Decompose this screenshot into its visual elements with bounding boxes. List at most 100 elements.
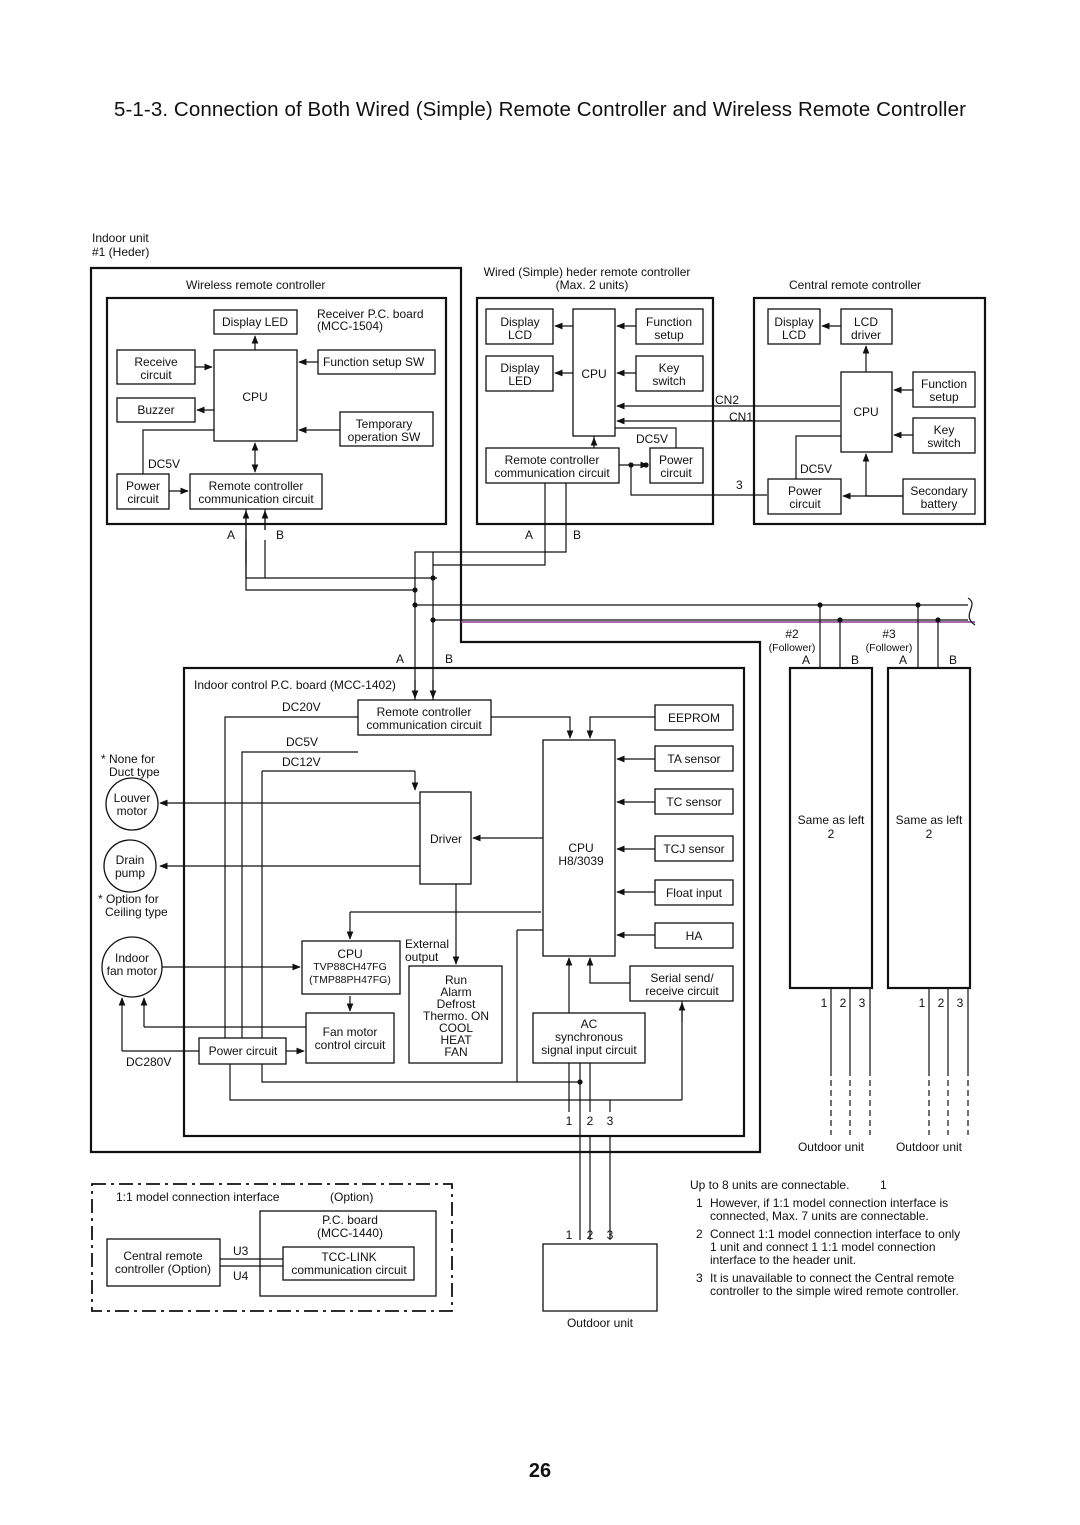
power-circuit-label: Power circuit xyxy=(209,1044,278,1058)
tcc-link-label2: communication circuit xyxy=(291,1263,407,1277)
indoor-unit-sublabel: #1 (Heder) xyxy=(92,245,149,259)
board-comm-label: Remote controller xyxy=(377,705,472,719)
follower2-note: 2 xyxy=(828,827,835,841)
central-power-label: Power xyxy=(788,484,822,498)
follower2-b: B xyxy=(851,653,859,667)
driver-label: Driver xyxy=(430,832,462,846)
board-a: A xyxy=(396,652,404,666)
sub-cpu-model: TVP88CH47FG xyxy=(313,961,387,973)
wired-cn1-label: CN1 xyxy=(729,410,753,424)
wireless-cpu-label: CPU xyxy=(242,390,267,404)
central-display-label: Display xyxy=(774,315,813,329)
serial-circuit-label: Serial send/ xyxy=(650,971,714,985)
external-output-item: HEAT xyxy=(440,1033,472,1047)
buzzer-box xyxy=(116,397,196,423)
duct-type-note: Duct type xyxy=(109,765,160,779)
central-display-box xyxy=(767,308,821,345)
note-text: controller to the simple wired remote co… xyxy=(710,1284,959,1298)
page-number: 26 xyxy=(528,1460,552,1482)
wired-display-led-label: Display xyxy=(500,361,539,375)
follower2-t2: 2 xyxy=(840,996,847,1010)
u4-terminal: U4 xyxy=(233,1269,249,1283)
wired-key-label: Key xyxy=(659,361,680,375)
indoor-unit-frame xyxy=(89,266,762,1154)
louver-motor-label: Louver xyxy=(114,791,151,805)
none-for-note: * None for xyxy=(101,752,155,766)
ta-sensor-label: TA sensor xyxy=(667,752,720,766)
external-output-label: External xyxy=(405,937,449,951)
receiver-board-label: Receiver P.C. board xyxy=(317,307,424,321)
follower3-a: A xyxy=(899,653,907,667)
central-power-box xyxy=(767,478,842,515)
wired-display-lcd-box xyxy=(485,308,554,345)
wireless-power-label: Power xyxy=(126,479,160,493)
dc12v-label: DC12V xyxy=(282,755,321,769)
follower3-t3: 3 xyxy=(957,996,964,1010)
wireless-comm-box xyxy=(189,473,323,510)
follower2-outdoor: Outdoor unit xyxy=(798,1140,865,1154)
receiver-board-model: (MCC-1504) xyxy=(317,319,383,333)
wireless-title: Wireless remote controller xyxy=(186,278,325,292)
outdoor-unit-box xyxy=(542,1243,658,1312)
temporary-sw-label: Temporary xyxy=(356,417,413,431)
tcc-link-label: TCC-LINK xyxy=(321,1250,376,1264)
follower3-t2: 2 xyxy=(938,996,945,1010)
follower3-b: B xyxy=(949,653,957,667)
central-battery-label: Secondary xyxy=(910,484,967,498)
note-text: Connect 1:1 model connection interface t… xyxy=(710,1227,960,1241)
wireless-dc5v-label: DC5V xyxy=(148,457,180,471)
follower3-outdoor: Outdoor unit xyxy=(896,1140,963,1154)
interface-title: 1:1 model connection interface xyxy=(116,1190,280,1204)
wireless-power-label2: circuit xyxy=(127,492,159,506)
central-cpu-label: CPU xyxy=(853,405,878,419)
interface-option-box xyxy=(91,1183,453,1312)
tcc-link-box xyxy=(282,1246,415,1281)
central-title: Central remote controller xyxy=(789,278,921,292)
wired-function-label: Function xyxy=(646,315,692,329)
dc280v-label: DC280V xyxy=(126,1055,171,1069)
central-lcd-label: LCD xyxy=(854,315,878,329)
page-title: 5-1-3. Connection of Both Wired (Simple)… xyxy=(113,98,966,121)
board-t3: 3 xyxy=(607,1114,614,1128)
ac-sync-label3: signal input circuit xyxy=(541,1043,637,1057)
wireless-comm-label: Remote controller xyxy=(209,479,304,493)
dc20v-label: DC20V xyxy=(282,700,321,714)
notes-header: Up to 8 units are connectable. xyxy=(690,1178,849,1192)
wireless-remote-box xyxy=(105,296,448,526)
indoor-board-box xyxy=(182,666,746,1138)
receive-circuit-label2: circuit xyxy=(140,368,172,382)
external-output-item: COOL xyxy=(439,1021,473,1035)
board-b: B xyxy=(445,652,453,666)
drain-pump-label2: pump xyxy=(115,866,145,880)
serial-circuit-label2: receive circuit xyxy=(645,984,719,998)
wired-display-led-label2: LED xyxy=(508,374,532,388)
ha-label: HA xyxy=(686,929,703,943)
note-text: However, if 1:1 model connection interfa… xyxy=(710,1196,948,1210)
board-t1: 1 xyxy=(566,1114,573,1128)
central-function-label: Function xyxy=(921,377,967,391)
board-comm-label2: communication circuit xyxy=(366,718,482,732)
indoor-unit-label: Indoor unit xyxy=(92,231,149,245)
outdoor-unit-label: Outdoor unit xyxy=(567,1316,634,1330)
central-key-label2: switch xyxy=(927,436,960,450)
central-display-label2: LCD xyxy=(782,328,806,342)
central-key-label: Key xyxy=(934,423,955,437)
wireless-b-terminal: B xyxy=(276,528,284,542)
wireless-a-terminal: A xyxy=(227,528,235,542)
wired-title: Wired (Simple) heder remote controller xyxy=(484,265,691,279)
note-number: 2 xyxy=(696,1227,703,1241)
central-remote-option-box xyxy=(106,1238,221,1287)
follower3-number: #3 xyxy=(882,627,896,641)
float-input-label: Float input xyxy=(666,886,723,900)
external-output-item: Defrost xyxy=(437,997,476,1011)
note-text: connected, Max. 7 units are connectable. xyxy=(710,1209,929,1223)
ceiling-type-note: Ceiling type xyxy=(105,905,168,919)
wireless-comm-label2: communication circuit xyxy=(198,492,314,506)
indoor-fan-motor xyxy=(101,936,163,998)
sub-cpu-box xyxy=(301,940,401,995)
drain-pump-label: Drain xyxy=(116,853,145,867)
ac-sync-label: AC xyxy=(581,1017,598,1031)
